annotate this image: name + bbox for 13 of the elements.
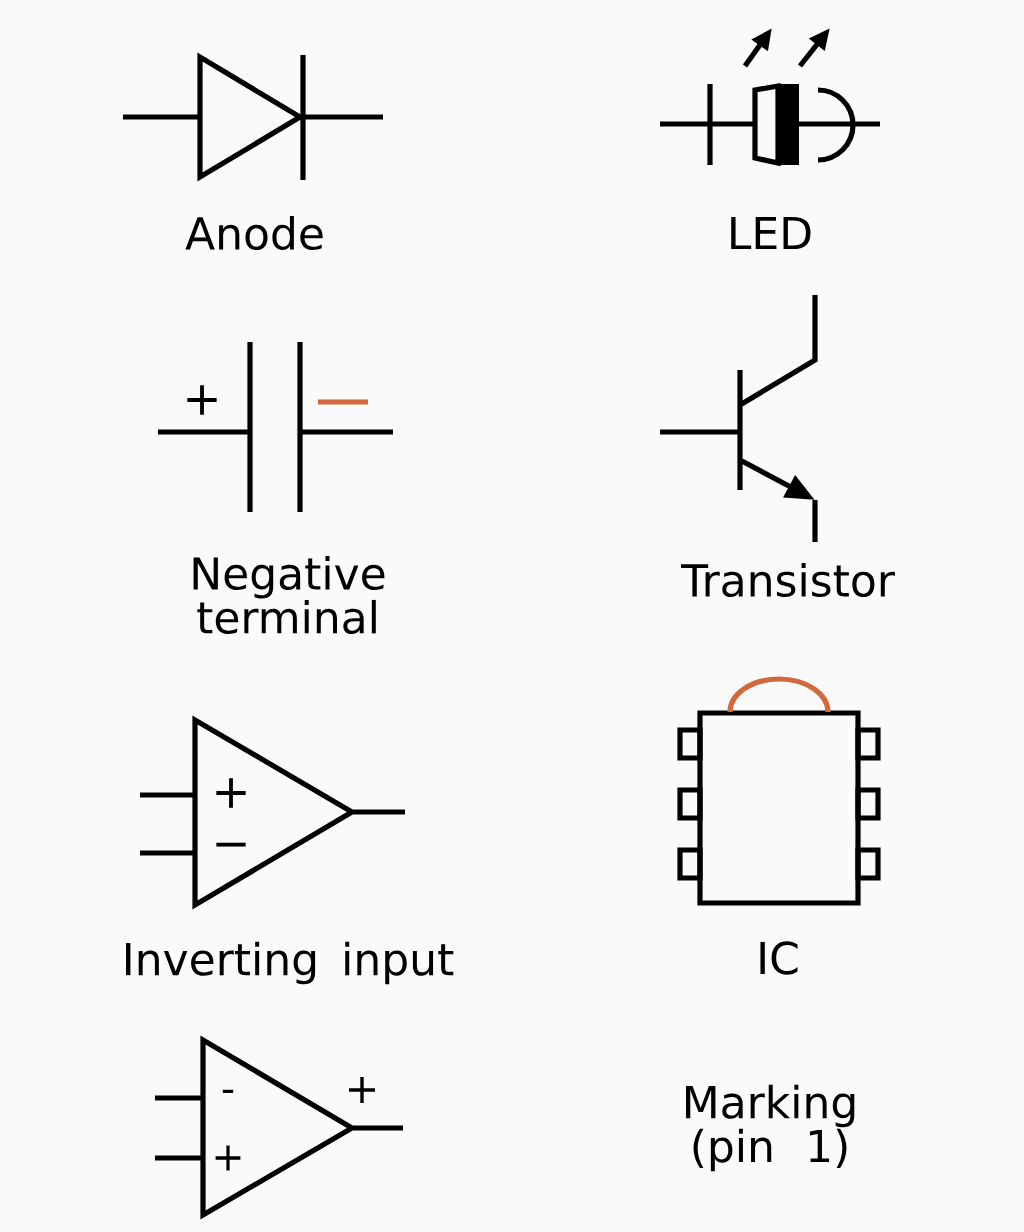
sign-label: + <box>349 1077 375 1103</box>
sign-label: + <box>187 385 217 415</box>
symbol-caption: IC <box>760 941 798 975</box>
symbol-caption: LED <box>731 216 811 250</box>
symbol-caption: Anode <box>185 216 323 251</box>
symbol-caption: Transistor <box>681 563 895 598</box>
sign-label: − <box>216 842 246 847</box>
sign-label: + <box>215 1145 241 1171</box>
symbol-caption: Negative terminal <box>193 556 385 634</box>
sign-label: + <box>216 778 246 808</box>
symbol-caption: Marking (pin 1) <box>686 1084 855 1172</box>
sign-label: - <box>222 1089 234 1093</box>
symbol-caption: Inverting input <box>126 941 454 985</box>
